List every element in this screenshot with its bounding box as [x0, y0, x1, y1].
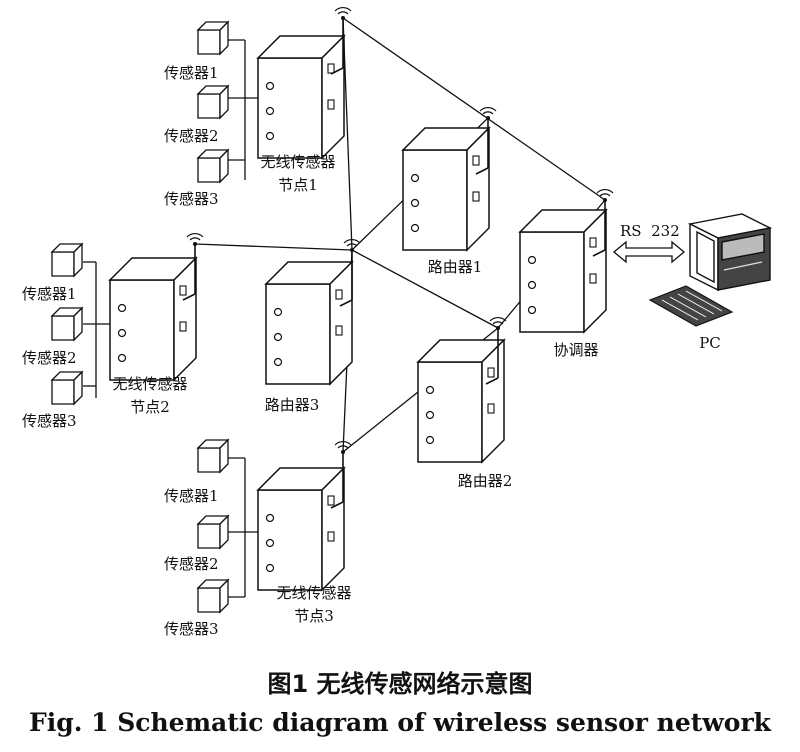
- link-node1-coordinator: [342, 17, 606, 201]
- coordinator-box-icon: [519, 209, 607, 333]
- router-2: 路由器2: [417, 316, 513, 490]
- wireless-node-box-icon: [257, 35, 345, 159]
- sensor-label: 传感器3: [164, 620, 219, 638]
- coordinator: 协调器: [519, 188, 614, 359]
- rs232-label: RS 232: [620, 222, 680, 240]
- sensor-cube-icon: [197, 149, 229, 183]
- node-title: 无线传感器: [260, 153, 335, 171]
- node-title: 节点1: [278, 176, 318, 194]
- sensor-cube-icon: [197, 21, 229, 55]
- router-1: 路由器1: [402, 106, 497, 276]
- sensor-cube-icon: [51, 307, 83, 341]
- sensor-cube-icon: [51, 371, 83, 405]
- sensor-label: 传感器1: [164, 64, 219, 82]
- rs232-link: RS 232: [612, 222, 686, 264]
- sensor-wiring: [83, 261, 110, 398]
- sensor-wiring: [228, 457, 258, 598]
- link-node2-router3: [194, 243, 353, 251]
- sensor-node-2: 传感器1 传感器2 传感器3 无线传感器 节点2: [22, 232, 204, 430]
- sensor-label: 传感器3: [22, 412, 77, 430]
- wireless-sensor-network-diagram: 传感器1 传感器2 传感器3 无线传感器 节点1 传感器1 传感器2 传感器3 …: [22, 6, 773, 638]
- sensor-wiring: [228, 39, 258, 180]
- router-label: 路由器3: [265, 396, 320, 414]
- sensor-cube-icon: [197, 579, 229, 613]
- sensor-label: 传感器3: [164, 190, 219, 208]
- link-router3-router2: [351, 249, 499, 329]
- sensor-cube-icon: [197, 515, 229, 549]
- node-title: 节点2: [130, 398, 170, 416]
- sensor-node-1: 传感器1 传感器2 传感器3 无线传感器 节点1: [164, 6, 352, 208]
- router-3: 路由器3: [265, 238, 361, 414]
- figure-caption-english: Fig. 1 Schematic diagram of wireless sen…: [29, 708, 771, 737]
- sensor-node-3: 传感器1 传感器2 传感器3 无线传感器 节点3: [164, 439, 352, 638]
- router-box-icon: [417, 339, 505, 463]
- sensor-label: 传感器2: [164, 127, 219, 145]
- sensor-cube-icon: [197, 85, 229, 119]
- wireless-node-box-icon: [109, 257, 197, 381]
- sensor-label: 传感器2: [22, 349, 77, 367]
- monitor-icon: [687, 213, 773, 292]
- node-title: 无线传感器: [112, 375, 187, 393]
- sensor-cube-icon: [51, 243, 83, 277]
- double-arrow-icon: [612, 240, 686, 264]
- figure-caption-chinese: 图1 无线传感网络示意图: [267, 670, 533, 698]
- router-box-icon: [402, 127, 490, 251]
- coordinator-label: 协调器: [553, 341, 598, 359]
- router-label: 路由器1: [428, 258, 483, 276]
- router-box-icon: [265, 261, 353, 385]
- sensor-cube-icon: [197, 439, 229, 473]
- wireless-node-box-icon: [257, 467, 345, 591]
- pc-computer: PC: [648, 213, 773, 352]
- sensor-label: 传感器1: [22, 285, 77, 303]
- node-title: 无线传感器: [276, 584, 351, 602]
- pc-label: PC: [699, 334, 721, 352]
- node-title: 节点3: [294, 607, 334, 625]
- sensor-label: 传感器1: [164, 487, 219, 505]
- router-label: 路由器2: [458, 472, 513, 490]
- keyboard-icon: [648, 285, 734, 327]
- sensor-label: 传感器2: [164, 555, 219, 573]
